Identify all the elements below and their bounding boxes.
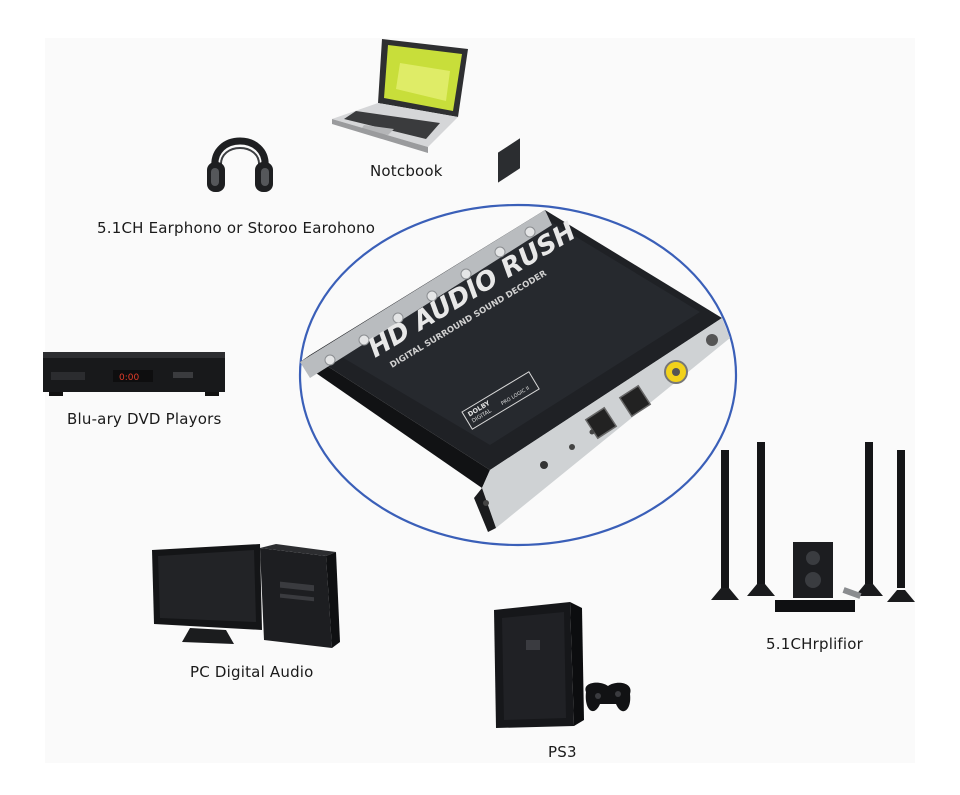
tower-speaker-right-2	[887, 450, 915, 602]
speaker-system-icon	[711, 442, 915, 612]
headphone-icon	[207, 137, 273, 192]
ps3-label: PS3	[548, 743, 577, 761]
gamepad-icon	[585, 682, 631, 712]
ps3-icon	[494, 602, 631, 728]
decoder-box: HD AUDIO RUSH DIGITAL SURROUND SOUND DEC…	[300, 138, 730, 532]
rear-rca-jacks	[324, 226, 536, 366]
notebook-icon	[332, 39, 468, 153]
notebook-label: Notcbook	[370, 162, 443, 180]
tower-speaker-right-1	[855, 442, 883, 596]
power-jack	[498, 138, 520, 183]
bluray-player-icon: 0:00	[43, 352, 225, 396]
connection-ellipse	[298, 203, 738, 547]
optical-port-2	[618, 384, 652, 418]
pc-icon	[152, 544, 340, 648]
svg-text:0:00: 0:00	[119, 373, 139, 383]
earphone-label: 5.1CH Earphono or Storoo Earohono	[97, 219, 376, 237]
center-speaker	[775, 600, 855, 612]
bluray-label: Blu-ary DVD Playors	[67, 410, 222, 428]
tower-speaker-left-2	[747, 442, 775, 596]
amplifier-label: 5.1CHrplifior	[766, 635, 864, 653]
subwoofer	[793, 542, 833, 598]
remote-control	[842, 587, 862, 599]
pc-label: PC Digital Audio	[190, 663, 314, 681]
tower-speaker-left-1	[711, 450, 739, 600]
